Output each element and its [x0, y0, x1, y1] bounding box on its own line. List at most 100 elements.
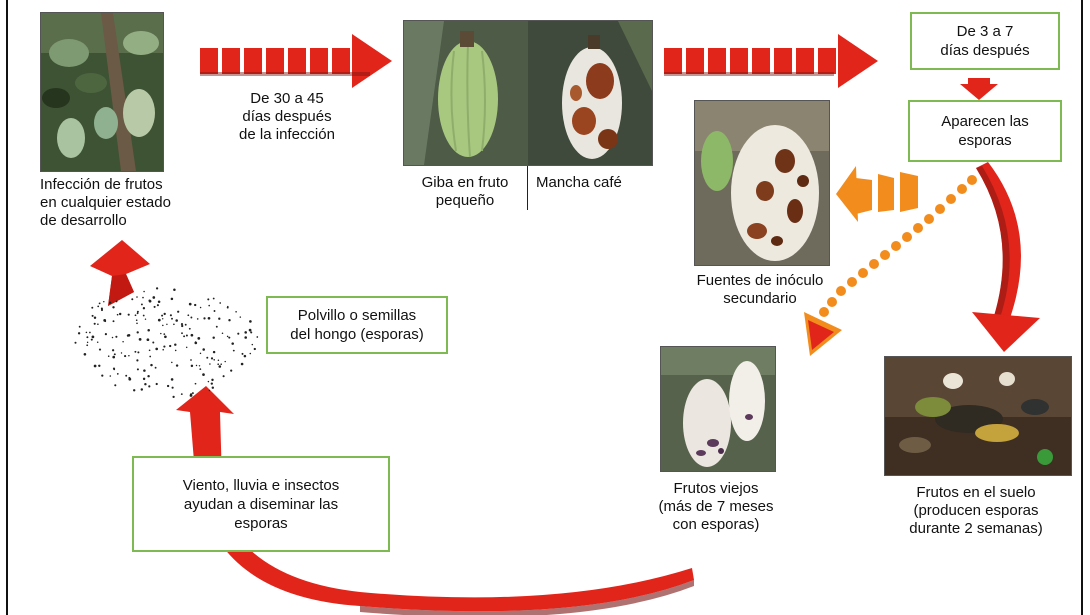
spore-dot — [186, 334, 188, 336]
spore-dot — [113, 368, 115, 370]
spore-dot — [228, 319, 230, 321]
box-polvillo: Polvillo o semillas del hongo (esporas) — [266, 296, 448, 354]
spore-dot — [190, 359, 192, 361]
label-frutos-suelo: Frutos en el suelo (producen esporas dur… — [876, 484, 1076, 538]
spore-dot — [194, 304, 196, 306]
spore-dot — [200, 307, 202, 309]
small-down-arrow — [960, 78, 998, 100]
spore-dot — [103, 301, 104, 302]
spore-dot — [181, 393, 183, 395]
spore-dot — [162, 318, 163, 319]
spore-dot — [156, 287, 158, 289]
spore-dot — [213, 351, 215, 353]
spore-dot — [196, 365, 197, 366]
spore-dot — [199, 365, 200, 366]
spore-dot — [233, 350, 235, 352]
spore-dot — [218, 318, 220, 320]
spore-dot — [112, 306, 114, 308]
spore-dot — [230, 370, 232, 372]
spore-dot — [171, 298, 174, 301]
spore-dot — [112, 356, 115, 359]
spore-dot — [197, 318, 199, 320]
spore-dot — [174, 343, 176, 345]
spore-dot — [136, 319, 138, 321]
spore-dot — [208, 317, 211, 320]
spore-dot — [207, 298, 209, 300]
spore-dot — [115, 336, 117, 338]
spore-dot — [213, 298, 215, 300]
spore-dot — [244, 355, 247, 358]
spore-dot — [144, 383, 146, 385]
spore-dot — [218, 360, 220, 362]
spore-dot — [99, 302, 101, 304]
spore-dot — [162, 325, 164, 327]
spore-dot — [101, 307, 103, 309]
spore-dot — [147, 375, 149, 377]
spore-dot — [227, 336, 229, 338]
spore-dot — [240, 316, 241, 317]
spore-dot — [189, 328, 191, 330]
spore-dot — [101, 375, 103, 377]
spore-dot — [172, 387, 174, 389]
spore-dot — [212, 336, 214, 338]
spore-dot — [150, 364, 152, 366]
spore-dot — [169, 345, 171, 347]
spore-dot — [92, 336, 95, 339]
spore-dot — [78, 332, 80, 334]
spore-dot — [167, 385, 169, 387]
box-polvillo-text: Polvillo o semillas del hongo (esporas) — [290, 306, 423, 344]
spore-dot — [202, 373, 205, 376]
spore-dot — [89, 332, 91, 334]
spore-dot — [141, 388, 143, 390]
spore-dot — [148, 385, 150, 387]
spore-dot — [163, 346, 165, 348]
spore-dot — [164, 335, 167, 338]
spore-dot — [128, 334, 131, 337]
spore-dot — [147, 338, 150, 341]
spore-dot — [181, 325, 183, 327]
spore-dot — [137, 311, 139, 313]
label-frutos-viejos: Frutos viejos (más de 7 meses con espora… — [636, 480, 796, 534]
spore-dot — [135, 314, 137, 316]
spore-dot — [228, 337, 230, 339]
spore-dot — [94, 365, 97, 368]
spore-dot — [200, 353, 201, 354]
spore-dot — [112, 349, 114, 351]
spore-dot — [177, 311, 179, 313]
spore-dot — [181, 323, 183, 325]
spore-dot — [143, 307, 145, 309]
spore-dot — [186, 347, 187, 348]
red-curve-arrow-to-ground — [972, 162, 1040, 352]
spore-dot — [173, 323, 175, 325]
spore-dot — [244, 336, 247, 339]
spore-dot — [219, 302, 221, 304]
spore-dot — [199, 368, 201, 370]
spore-dot — [91, 307, 93, 309]
spore-dot — [160, 333, 161, 334]
spore-dot — [113, 320, 115, 322]
label-mancha: Mancha café — [536, 174, 656, 192]
spore-dot — [170, 314, 172, 316]
spore-dot — [164, 313, 166, 315]
spore-dot — [202, 348, 205, 351]
spore-dot — [216, 326, 218, 328]
spore-dot — [108, 355, 110, 357]
spore-dot — [84, 353, 87, 356]
spore-dot — [158, 301, 161, 304]
spore-dot — [155, 348, 158, 351]
spore-dot — [141, 303, 143, 305]
spore-dot — [206, 357, 208, 359]
spore-dot — [145, 319, 146, 320]
spore-dot — [105, 333, 107, 335]
spore-dot — [112, 337, 114, 339]
spore-dot — [86, 332, 88, 334]
spore-dot — [121, 352, 122, 353]
orange-arrow-to-fuentes — [836, 166, 918, 222]
spore-dot — [227, 307, 229, 309]
spore-dot — [187, 314, 189, 316]
spore-dot — [147, 329, 150, 332]
spore-dot — [244, 331, 247, 334]
spore-dot — [176, 364, 178, 366]
spore-dot — [195, 383, 197, 385]
